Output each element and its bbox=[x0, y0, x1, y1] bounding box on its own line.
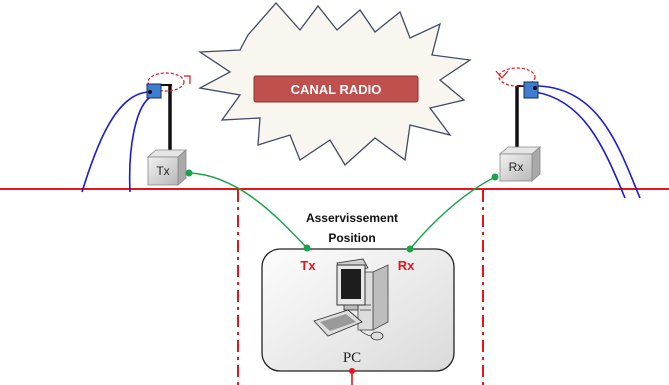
tx-box: Tx bbox=[146, 149, 188, 186]
computer-icon bbox=[313, 258, 389, 341]
rx-link-end-dot bbox=[406, 245, 414, 253]
rx-box-label: Rx bbox=[509, 160, 524, 174]
servo-label-line2: Position bbox=[328, 231, 375, 245]
pc-port-tx-label: Tx bbox=[300, 258, 316, 273]
rx-angle-mark bbox=[495, 70, 509, 79]
tx-antenna-head bbox=[146, 83, 162, 99]
pc-port-rx-label: Rx bbox=[398, 258, 415, 273]
rx-servo-link bbox=[409, 176, 496, 250]
pc-label: PC bbox=[343, 350, 361, 366]
rx-link-start-dot bbox=[491, 173, 499, 181]
tx-cable-inner bbox=[128, 95, 153, 193]
tx-servo-link bbox=[188, 172, 308, 249]
tx-antenna-assembly bbox=[81, 72, 191, 193]
channel-label: CANAL RADIO bbox=[291, 82, 382, 97]
rx-antenna-head bbox=[523, 81, 539, 99]
tx-link-end-dot bbox=[303, 244, 311, 252]
tx-cable-outer bbox=[81, 91, 151, 193]
tx-box-label: Tx bbox=[156, 164, 169, 178]
rx-box: Rx bbox=[498, 146, 542, 182]
rx-cable-outer bbox=[534, 85, 641, 199]
tx-link-start-dot bbox=[185, 169, 193, 177]
pc-connector-dot bbox=[349, 368, 355, 374]
tx-rotation-indicator bbox=[147, 72, 185, 92]
servo-label-line1: Asservissement bbox=[306, 211, 398, 225]
rx-antenna-assembly bbox=[495, 67, 641, 199]
rx-rotation-indicator bbox=[498, 67, 536, 87]
tx-angle-mark bbox=[184, 75, 191, 84]
channel-banner bbox=[253, 75, 419, 103]
rx-cable-inner bbox=[534, 91, 626, 199]
